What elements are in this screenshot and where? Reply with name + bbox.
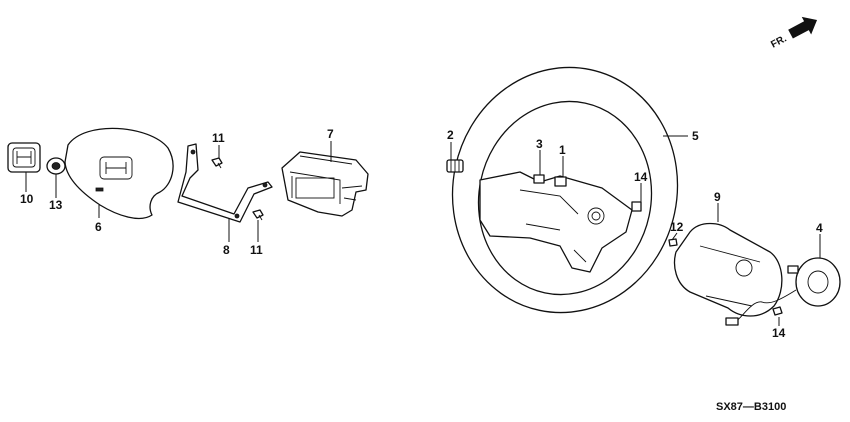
screw-lower-part (252, 209, 264, 221)
screw-14-upper-part (631, 201, 642, 212)
callout-14-upper: 14 (634, 170, 648, 184)
screw-14-lower-part (772, 306, 783, 316)
arrow-icon (788, 16, 818, 39)
callout-13: 13 (49, 198, 63, 212)
small-bolt-3-part (533, 174, 545, 184)
callout-11-lower: 11 (250, 243, 263, 257)
plug-part (46, 157, 66, 175)
screw-12-part (668, 238, 678, 247)
diagram-code: SX87—B3100 (716, 401, 786, 413)
callout-2: 2 (447, 128, 454, 142)
callout-7: 7 (327, 127, 334, 141)
inflator-module-part (281, 151, 369, 217)
callout-1: 1 (559, 143, 566, 157)
front-direction-arrow: FR. (769, 16, 818, 51)
cable-reel-part (725, 257, 841, 326)
callout-3: 3 (536, 137, 543, 151)
direction-label: FR. (769, 33, 789, 50)
callout-8: 8 (223, 243, 230, 257)
callout-10: 10 (20, 192, 34, 206)
callout-14-lower: 14 (772, 326, 786, 340)
callout-9: 9 (714, 190, 721, 204)
screw-upper-part (211, 157, 223, 169)
callouts: 10 13 6 11 8 11 7 2 3 1 5 14 9 12 4 14 (20, 127, 823, 340)
callout-12: 12 (670, 220, 684, 234)
bracket-part (177, 143, 273, 223)
airbag-cover-part (64, 127, 174, 220)
callout-11-upper: 11 (212, 131, 225, 145)
callout-6: 6 (95, 220, 102, 234)
bolt-part (446, 159, 464, 173)
steering-wheel-part (451, 66, 679, 314)
rear-cover-part (673, 222, 783, 317)
callout-5: 5 (692, 129, 699, 143)
callout-4: 4 (816, 221, 823, 235)
leader-lines (25, 135, 821, 326)
small-bolt-1-part (554, 176, 567, 187)
emblem-part (7, 142, 41, 173)
